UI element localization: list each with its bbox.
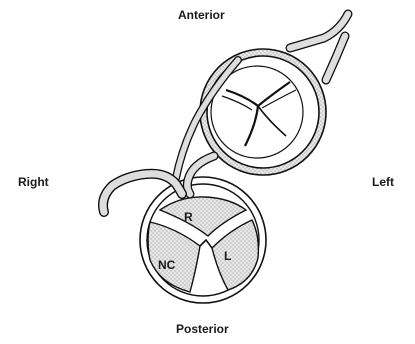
anterior-label: Anterior — [178, 8, 225, 22]
right-cusp-label: R — [184, 210, 193, 224]
left-cusp-label: L — [224, 249, 231, 263]
left-label: Left — [372, 175, 394, 189]
pulmonary-valve — [200, 49, 326, 175]
aortic-valve — [140, 177, 266, 303]
right-label: Right — [18, 175, 49, 189]
noncoronary-cusp-label: NC — [158, 258, 175, 272]
posterior-label: Posterior — [176, 322, 229, 336]
